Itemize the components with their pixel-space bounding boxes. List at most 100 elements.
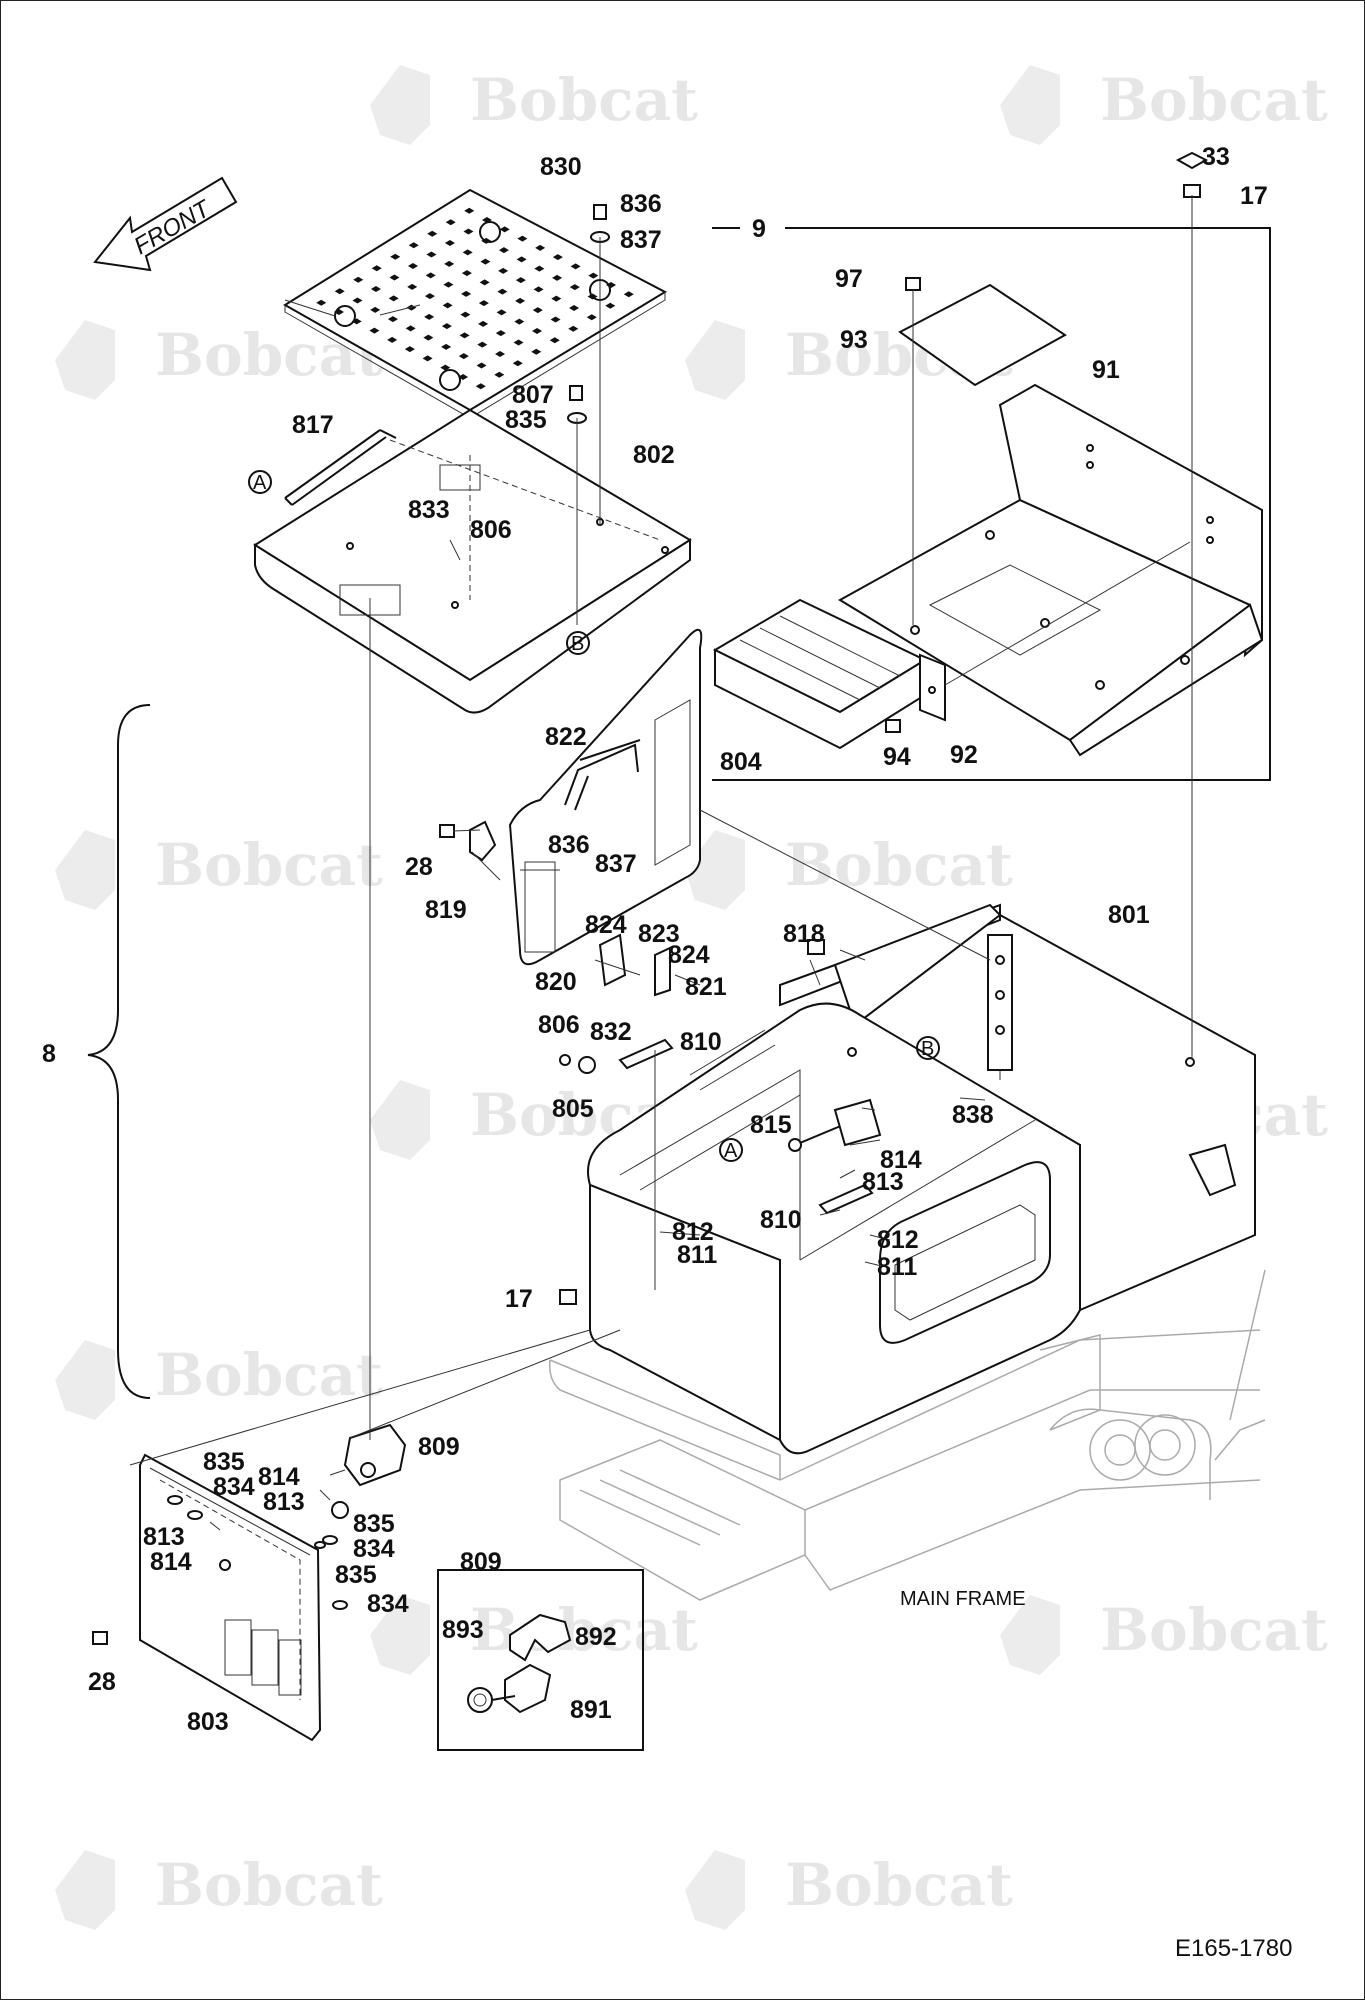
mat-perforation	[371, 265, 382, 272]
callout-97: 97	[835, 265, 863, 293]
mat-perforation	[443, 281, 454, 288]
callout-33: 33	[1202, 143, 1230, 171]
watermark-text: Bobcat	[155, 1851, 383, 1919]
part-91-stand-base	[838, 383, 1264, 757]
watermark-text: Bobcat	[470, 66, 698, 134]
part-815-lever	[788, 1098, 882, 1152]
part-802-cover	[253, 408, 692, 714]
callout-833: 833	[408, 496, 450, 524]
part-820-bracket	[598, 933, 627, 987]
part-810-rail-lower	[818, 1183, 874, 1215]
mat-perforation	[422, 355, 433, 362]
detail-809-label: 809	[460, 1548, 502, 1576]
detail-809-box	[437, 1569, 644, 1751]
mat-perforation	[495, 330, 506, 337]
callout-812: 812	[672, 1218, 714, 1246]
callout-893: 893	[442, 1616, 484, 1644]
mat-perforation	[424, 313, 435, 320]
svg-text:B: B	[921, 1038, 934, 1060]
mat-perforation	[535, 244, 546, 251]
callout-810: 810	[760, 1206, 802, 1234]
callout-823: 823	[638, 920, 680, 948]
callout-818: 818	[783, 920, 825, 948]
ref-marker-a-frame: A	[719, 1138, 743, 1162]
mat-perforation	[390, 253, 401, 260]
mat-perforation	[444, 240, 455, 247]
mat-perforation	[370, 286, 381, 293]
mat-perforation	[370, 306, 381, 313]
watermark-text: Bobcat	[785, 831, 1013, 899]
mat-perforation	[497, 288, 508, 295]
mat-perforation	[478, 320, 489, 327]
group-8-label: 8	[42, 1040, 56, 1068]
group-9-frame	[712, 227, 1271, 781]
mat-perforation	[461, 270, 472, 277]
bolt-17-frame	[559, 1289, 577, 1305]
callout-803: 803	[187, 1708, 229, 1736]
callout-28: 28	[88, 1668, 116, 1696]
mat-perforation	[480, 258, 491, 265]
callout-814: 814	[150, 1548, 192, 1576]
mat-perforation	[569, 304, 580, 311]
callout-830: 830	[540, 153, 582, 181]
callout-837: 837	[595, 850, 637, 878]
mat-perforation	[516, 256, 527, 263]
drawing-code: E165-1780	[1175, 1935, 1292, 1962]
mat-perforation	[515, 297, 526, 304]
ref-marker-b-upper: B	[566, 631, 590, 655]
mat-perforation	[623, 291, 634, 298]
mat-perforation	[426, 251, 437, 258]
callout-817: 817	[292, 411, 334, 439]
callout-814: 814	[880, 1146, 922, 1174]
mat-perforation	[461, 290, 472, 297]
watermark-text: Bobcat	[155, 831, 383, 899]
mat-perforation	[588, 272, 599, 279]
mat-perforation	[425, 272, 436, 279]
callout-819: 819	[425, 896, 467, 924]
mat-perforation	[513, 339, 524, 346]
mat-perforation	[441, 323, 452, 330]
mat-perforation	[353, 276, 364, 283]
part-801-stand-frame	[587, 903, 1256, 1455]
part-819-latch	[439, 820, 497, 862]
callout-numbers: 830 836 837 807 835 817 833 806 802 33 1…	[88, 143, 1268, 1736]
mat-perforation	[407, 283, 418, 290]
part-822-handle	[564, 743, 639, 811]
mat-perforation	[498, 247, 509, 254]
svg-text:B: B	[571, 633, 584, 655]
mat-perforation	[477, 341, 488, 348]
callout-805: 805	[552, 1095, 594, 1123]
svg-text:A: A	[724, 1140, 738, 1162]
callout-832: 832	[590, 1018, 632, 1046]
ref-marker-b-frame: B	[916, 1036, 940, 1060]
part-809-hinge-assembly	[331, 1423, 407, 1519]
callout-822: 822	[545, 723, 587, 751]
mat-perforation	[551, 295, 562, 302]
mat-perforation	[531, 348, 542, 355]
mat-perforation	[441, 343, 452, 350]
part-93-plate	[898, 283, 1067, 387]
callout-837: 837	[620, 226, 662, 254]
watermark-text: Bobcat	[785, 1851, 1013, 1919]
washers-834-835	[167, 1495, 348, 1610]
mat-perforation	[549, 337, 560, 344]
bolt-28-panel	[92, 1631, 108, 1645]
callout-91: 91	[1092, 356, 1120, 384]
callout-17: 17	[1240, 182, 1268, 210]
callout-807: 807	[512, 381, 554, 409]
mat-perforation	[568, 325, 579, 332]
mat-perforation	[499, 226, 510, 233]
mat-perforation	[407, 263, 418, 270]
callout-838: 838	[952, 1101, 994, 1129]
watermark-text: Bobcat	[1100, 66, 1328, 134]
mat-perforation	[478, 300, 489, 307]
part-818-bolt	[807, 939, 825, 955]
mat-perforation	[479, 279, 490, 286]
mat-perforation	[569, 284, 580, 291]
callout-834: 834	[213, 1473, 255, 1501]
mat-perforation	[532, 307, 543, 314]
callout-813: 813	[143, 1523, 185, 1551]
